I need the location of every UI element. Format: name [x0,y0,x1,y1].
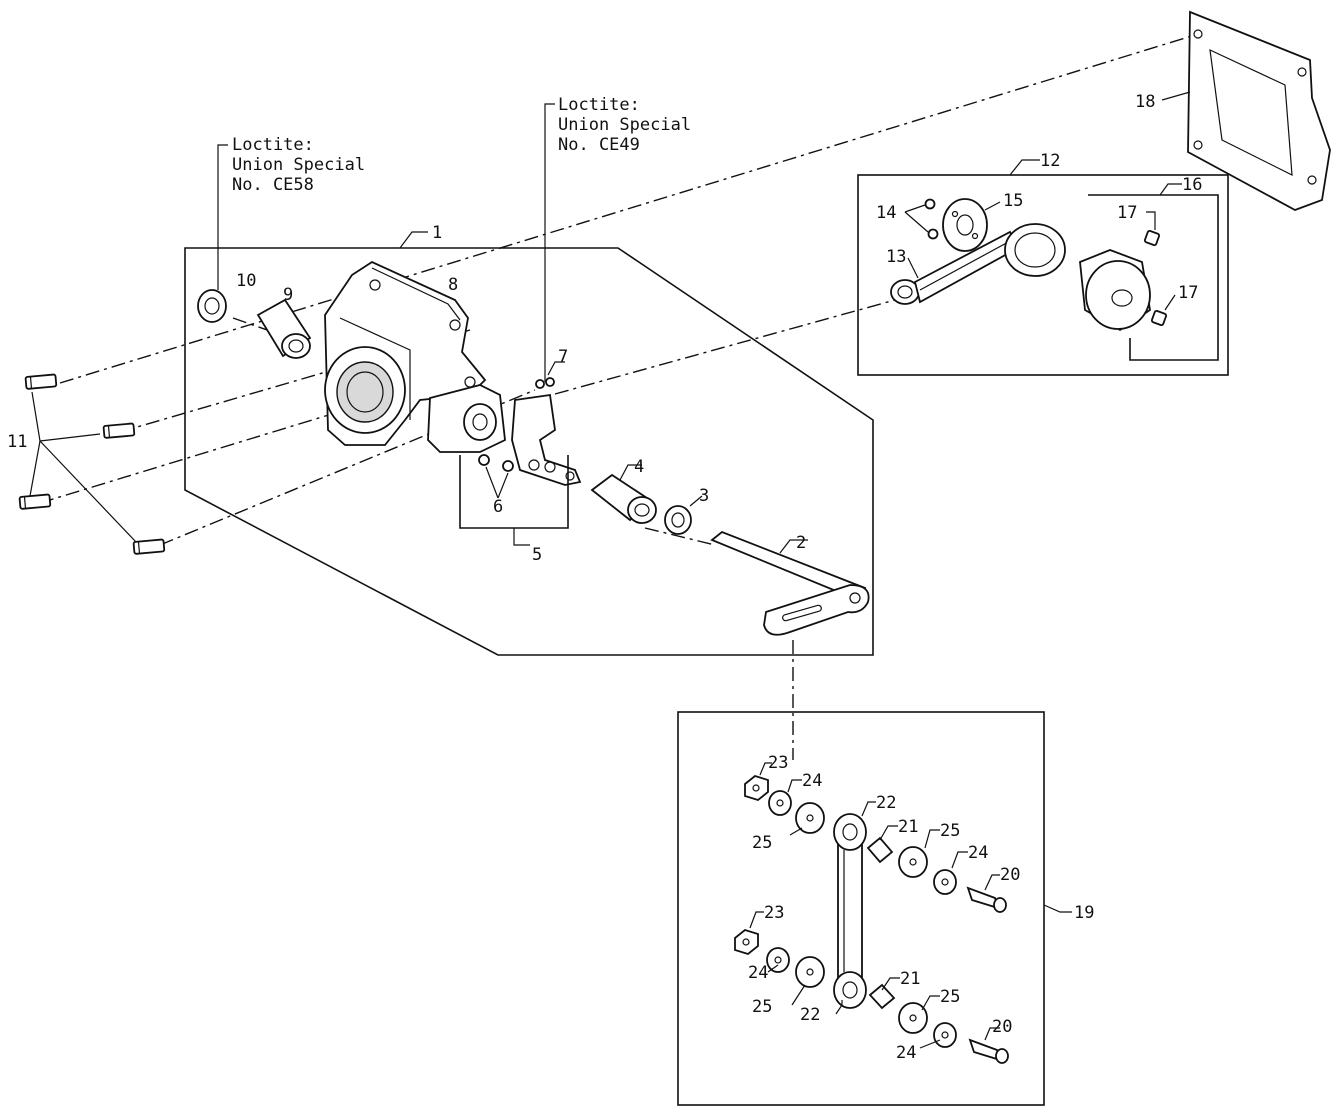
label-part-24: 24 [748,963,768,983]
housing-8 [324,260,582,486]
bushing-9 [256,298,312,359]
screws-11 [18,373,166,555]
label-part-10: 10 [236,271,256,291]
gasket-18 [1161,10,1331,211]
screws-14 [904,198,939,240]
link-22 [833,813,867,1009]
leader-lines-19 [749,762,1000,1049]
bearing-ring-15 [942,198,1001,252]
label-part-21: 21 [900,969,920,989]
crank-2 [710,530,870,636]
loctite-note-ce49: Loctite: Union Special No. CE49 [544,95,691,382]
note-line: Loctite: [558,95,640,115]
label-part-20: 20 [992,1017,1012,1037]
loctite-note-ce58: Loctite: Union Special No. CE58 [217,135,365,290]
group-1-boundary [184,247,874,656]
label-part-1: 1 [432,223,442,243]
eccentric-16 [1079,249,1151,332]
label-part-18: 18 [1135,92,1155,112]
label-part-16: 16 [1182,175,1202,195]
label-part-21: 21 [898,817,918,837]
label-part-12: 12 [1040,151,1060,171]
label-part-25: 25 [752,997,772,1017]
label-part-19: 19 [1074,903,1094,923]
label-part-22: 22 [876,793,896,813]
label-part-23: 23 [764,903,784,923]
label-part-25: 25 [940,987,960,1007]
screws-6 [478,454,514,499]
label-part-20: 20 [1000,865,1020,885]
seal-10 [197,289,227,323]
label-part-17: 17 [1178,283,1198,303]
label-part-13: 13 [886,247,906,267]
note-line: No. CE58 [232,175,314,195]
screw-7 [535,361,565,389]
seal-3 [664,495,703,535]
group-16-bracket [1088,194,1219,361]
bushing-4 [590,464,657,524]
setscrews-17 [1143,211,1176,327]
eccentric-sleeve [1004,223,1066,277]
label-part-11: 11 [7,432,27,452]
label-part-25: 25 [940,821,960,841]
label-part-4: 4 [634,457,644,477]
label-part-9: 9 [283,285,293,305]
upper-hardware-stack [744,774,1007,913]
label-part-25: 25 [752,833,772,853]
label-part-15: 15 [1003,191,1023,211]
label-part-24: 24 [896,1043,916,1063]
label-part-24: 24 [802,771,822,791]
part-number-labels: 1 2 3 4 5 6 7 8 9 10 11 12 13 14 15 16 1… [7,92,1202,1063]
note-line: Union Special [232,155,365,175]
note-line: Loctite: [232,135,314,155]
group-12-box [857,174,1229,376]
note-line: Union Special [558,115,691,135]
label-part-17: 17 [1117,203,1137,223]
group-19-box [677,711,1045,1106]
note-line: No. CE49 [558,135,640,155]
label-part-7: 7 [558,347,568,367]
label-part-2: 2 [796,533,806,553]
label-part-8: 8 [448,275,458,295]
label-part-3: 3 [699,486,709,506]
lower-hardware-stack [734,928,1009,1064]
label-part-23: 23 [768,753,788,773]
label-part-22: 22 [800,1005,820,1025]
label-part-5: 5 [532,545,542,565]
label-part-24: 24 [968,843,988,863]
label-part-14: 14 [876,203,896,223]
label-part-6: 6 [493,497,503,517]
